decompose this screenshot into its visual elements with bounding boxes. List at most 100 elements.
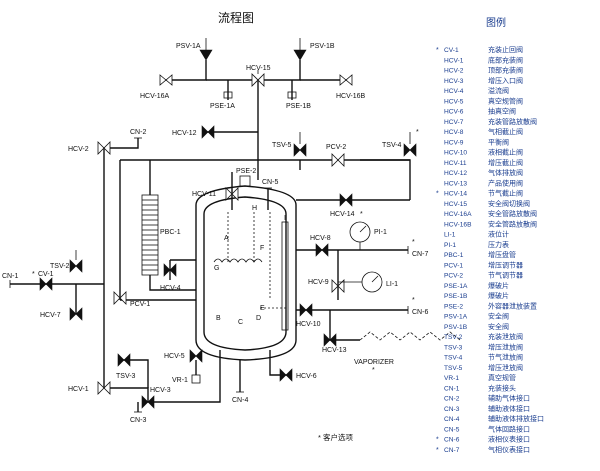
valve-hcv16a[interactable] — [159, 74, 173, 86]
legend-item-desc: 充装止回阀 — [488, 45, 523, 54]
legend-item-code: PSV-1A — [444, 314, 468, 321]
label-cn5: CN-5 — [262, 179, 278, 186]
valve-hcv11[interactable] — [225, 187, 239, 201]
label-cn7: CN-7 — [412, 251, 428, 258]
valve-psv1b[interactable] — [293, 38, 307, 61]
legend-item-desc: 气相仪表接口 — [488, 445, 530, 454]
pi1-gauge-icon — [349, 221, 371, 250]
valve-hcv16b[interactable] — [339, 74, 353, 86]
legend-item-desc: 节气泄放阀 — [488, 353, 523, 362]
label-pcv1: PCV-1 — [130, 301, 150, 308]
valve-hcv9[interactable] — [331, 279, 345, 293]
label-hcv16b: HCV-16B — [336, 93, 366, 100]
legend-item-code: HCV-10 — [444, 150, 467, 157]
legend-item-desc: 液相仪表接口 — [488, 435, 530, 444]
label-pbc1: PBC-1 — [160, 229, 181, 236]
label-hcv14: HCV-14 — [330, 211, 355, 218]
legend-item-desc: 安全阀 — [488, 312, 509, 321]
legend-item-code: CN-6 — [444, 437, 460, 444]
label-tsv3: TSV-3 — [116, 373, 136, 380]
label-hcv12: HCV-12 — [172, 130, 197, 137]
valve-hcv3[interactable] — [141, 395, 155, 409]
label-hcv16a: HCV-16A — [140, 93, 170, 100]
valve-cv1[interactable] — [39, 277, 53, 291]
legend-item-code: CV-1 — [444, 47, 459, 54]
valve-tsv5[interactable] — [293, 132, 307, 157]
legend-item-code: VR-1 — [444, 375, 459, 382]
legend-item-desc: 安全管路放散阀 — [488, 209, 537, 218]
label-li1: LI-1 — [386, 281, 398, 288]
legend-item-desc: 节气调节器 — [488, 271, 523, 280]
valve-hcv12[interactable] — [201, 125, 215, 139]
valve-psv1a[interactable] — [199, 38, 213, 61]
legend-item-code: PI-1 — [444, 242, 456, 249]
label-psv1a: PSV-1A — [176, 43, 201, 50]
label-tsv2: TSV-2 — [50, 263, 70, 270]
legend-item-code: HCV-16B — [444, 221, 472, 228]
legend-item-code: TSV-2 — [444, 334, 463, 341]
legend-item-code: TSV-4 — [444, 355, 463, 362]
valve-pcv1[interactable] — [113, 291, 127, 305]
legend-item-code: PSE-1A — [444, 283, 468, 290]
valve-hcv10[interactable] — [299, 303, 313, 317]
legend-item-code: HCV-2 — [444, 68, 464, 75]
valve-hcv6[interactable] — [279, 368, 293, 382]
legend-item-desc: 辅助液体排放接口 — [488, 414, 544, 423]
valve-hcv15[interactable] — [251, 70, 265, 87]
label-hcv8: HCV-8 — [310, 235, 331, 242]
label-tsv4-star: * — [416, 129, 419, 136]
valve-hcv5[interactable] — [189, 349, 203, 363]
label-cn7-star: * — [412, 239, 415, 246]
label-vaporizer: VAPORIZER — [354, 359, 394, 366]
valve-hcv14[interactable] — [339, 193, 353, 207]
valve-pcv2[interactable] — [331, 153, 345, 167]
valve-hcv1[interactable] — [97, 381, 111, 395]
legend-title: 图例 — [486, 16, 506, 29]
point-e: E — [260, 305, 265, 312]
legend-item-code: HCV-13 — [444, 180, 467, 187]
legend-item-desc: 安全阀 — [488, 322, 509, 331]
label-pi1: PI-1 — [374, 229, 387, 236]
label-hcv2: HCV-2 — [68, 146, 89, 153]
legend-item-code: PCV-1 — [444, 262, 463, 269]
legend-item-code: HCV-5 — [444, 98, 464, 105]
level-gauge-tube — [281, 221, 289, 331]
label-hcv10: HCV-10 — [296, 321, 321, 328]
valve-tsv4[interactable] — [403, 132, 417, 157]
valve-hcv7[interactable] — [69, 307, 83, 321]
legend-item-desc: 辅助液体接口 — [488, 404, 530, 413]
valve-hcv13[interactable] — [323, 333, 337, 347]
legend-item-desc: 产品使用阀 — [488, 178, 523, 187]
legend-item-code: HCV-12 — [444, 170, 467, 177]
legend-item-code: HCV-3 — [444, 78, 464, 85]
label-hcv5: HCV-5 — [164, 353, 185, 360]
label-hcv1: HCV-1 — [68, 386, 89, 393]
valve-hcv8[interactable] — [315, 243, 329, 257]
valve-hcv4[interactable] — [163, 263, 177, 277]
vaporizer-coil — [359, 331, 461, 341]
legend-item-code: CN-2 — [444, 396, 460, 403]
label-hcv9: HCV-9 — [308, 279, 329, 286]
valve-hcv2[interactable] — [97, 141, 111, 155]
valve-tsv3[interactable] — [117, 353, 131, 367]
footnote: * 客户选项 — [318, 432, 354, 442]
valve-tsv2[interactable] — [69, 250, 83, 273]
legend-item-desc: 气体排放阀 — [488, 168, 523, 177]
legend-item-desc: 增压泄放阀 — [488, 342, 523, 351]
li1-gauge-icon — [338, 271, 383, 293]
legend-item-code: HCV-16A — [444, 211, 472, 218]
legend-item-code: CN-4 — [444, 416, 460, 423]
label-hcv15: HCV-15 — [246, 65, 271, 72]
